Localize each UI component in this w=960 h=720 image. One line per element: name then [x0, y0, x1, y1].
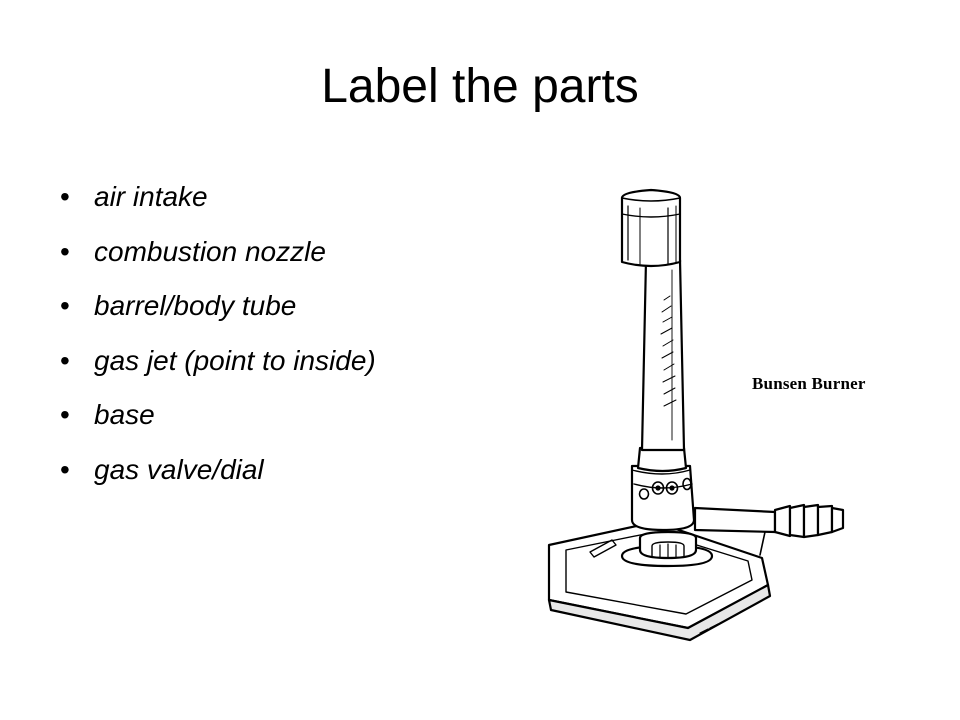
bullet-icon: •	[60, 181, 70, 212]
air-holes	[638, 477, 692, 500]
barrel-body-tube	[640, 258, 686, 452]
combustion-nozzle	[620, 188, 682, 268]
list-item: • gas valve/dial	[58, 445, 376, 500]
bullet-text-gas-jet: gas jet (point to inside)	[94, 344, 376, 376]
barrel-shading	[660, 269, 677, 441]
bullet-text-combustion-nozzle: combustion nozzle	[94, 235, 326, 267]
list-item: • gas jet (point to inside)	[58, 336, 376, 391]
list-item: • combustion nozzle	[58, 227, 376, 282]
bullet-list: • air intake • combustion nozzle • barre…	[58, 172, 376, 499]
bullet-icon: •	[60, 235, 70, 267]
bullet-icon: •	[60, 453, 70, 485]
slide-title: Label the parts	[321, 60, 639, 113]
gas-inlet-arm	[693, 506, 777, 534]
bullet-text-barrel-body-tube: barrel/body tube	[94, 290, 297, 321]
base-hatching	[699, 602, 759, 634]
bullet-icon: •	[60, 399, 70, 430]
air-intake-collar	[630, 464, 696, 532]
list-item: • air intake	[58, 172, 376, 227]
bullet-icon: •	[60, 344, 70, 376]
bullet-text-gas-valve-dial: gas valve/dial	[94, 453, 264, 485]
bullet-text-air-intake: air intake	[94, 181, 208, 212]
diagram-caption: Bunsen Burner	[752, 374, 866, 393]
bullet-text-base: base	[94, 399, 155, 430]
base-slit	[589, 539, 617, 558]
hose-barb	[773, 503, 845, 539]
barrel-lower-ring	[636, 446, 688, 473]
list-item: • base	[58, 390, 376, 445]
list-item: • barrel/body tube	[58, 281, 376, 336]
bullet-icon: •	[60, 290, 70, 321]
bunsen-burner-diagram	[547, 188, 845, 642]
base-rim	[547, 583, 772, 642]
